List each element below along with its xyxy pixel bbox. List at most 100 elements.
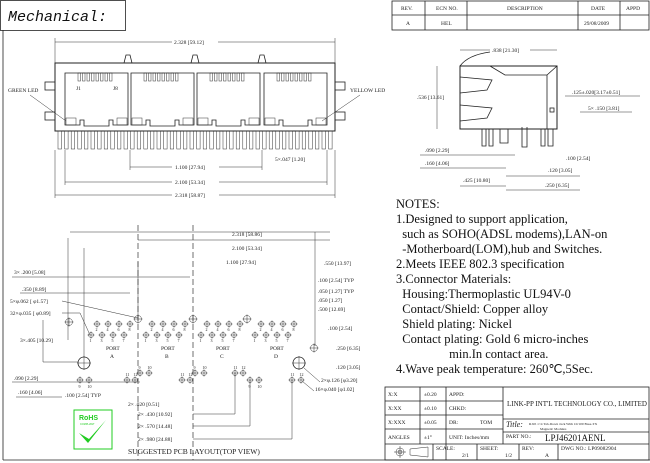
front-pin — [301, 130, 306, 150]
pin-number: 6 — [173, 327, 175, 332]
pcb-dim-100typ-left: .100 [2.54] TYP — [65, 393, 101, 399]
pin-number: 9 — [249, 384, 251, 389]
signal-hole-cross — [251, 331, 259, 339]
pin-number: 5 — [276, 338, 278, 343]
pin-number: 1 — [145, 338, 147, 343]
port-letter: D — [274, 354, 278, 360]
pcb-dim-250: .250 [6.35] — [336, 346, 360, 352]
contact — [294, 72, 298, 82]
revision-table: REV. ECN NO. DESCRIPTION DATE APPD A HEL… — [391, 0, 650, 31]
pin-number: 10 — [88, 384, 92, 389]
projection-symbol-icon — [394, 446, 429, 458]
scale-label: SCALE: — [436, 446, 455, 452]
pin-number: 5 — [112, 338, 114, 343]
led-hole-cross — [123, 376, 131, 384]
signal-hole-cross — [279, 320, 287, 328]
front-pin — [143, 130, 148, 150]
pin-number: 1 — [254, 338, 256, 343]
pin-number: 4 — [217, 327, 219, 332]
contact — [276, 72, 280, 82]
contact — [241, 72, 245, 82]
rj45-port — [130, 72, 195, 127]
tol-angles-value: ±1° — [424, 434, 432, 441]
dim-2100: 2.100 [53.34] — [175, 180, 205, 186]
contact — [290, 72, 294, 82]
tol-x-label: X:X — [388, 392, 398, 398]
pcb-dim-050: .050 [1.27] — [318, 298, 342, 304]
note-line: Shield plating: Nickel — [396, 317, 512, 331]
led-hole-cross — [136, 369, 144, 377]
rj45-port — [263, 72, 328, 127]
front-pin — [268, 130, 273, 150]
contact — [223, 72, 227, 82]
signal-hole-cross — [159, 320, 167, 328]
front-pin — [90, 130, 95, 150]
contact — [175, 72, 179, 82]
description-header: DESCRIPTION — [507, 6, 543, 12]
pin-number: 9 — [139, 365, 141, 370]
pcb-dim-405: 3×.405 [10.29] — [20, 338, 53, 344]
side-ear — [44, 81, 56, 91]
front-pin — [57, 130, 62, 150]
led — [264, 117, 276, 126]
signal-hole-cross — [98, 331, 106, 339]
header-box — [0, 0, 126, 31]
dim-425: .425 [10.80] — [463, 178, 490, 184]
part-no: LPJ46201AENL — [545, 433, 606, 443]
ecn-value: HEL — [441, 21, 452, 27]
rev-value-block: A — [545, 453, 549, 459]
front-pin — [321, 130, 326, 150]
front-pin — [130, 130, 135, 150]
rohs-sub: COMPLIANT — [80, 423, 95, 426]
signal-hole-cross — [236, 320, 244, 328]
front-pin — [262, 130, 267, 150]
pin-number: 8 — [239, 327, 241, 332]
front-pin — [103, 130, 108, 150]
pcb-dim-500: .500 [12.69] — [318, 307, 345, 313]
led-hole-cross — [85, 376, 93, 384]
front-view: 2.328 [59.12] GREEN LED YELLOW LED J1 J8… — [8, 37, 385, 199]
pin-number: 10 — [258, 384, 262, 389]
front-pin — [209, 130, 214, 150]
led — [116, 117, 128, 126]
front-pin — [84, 130, 89, 150]
contact — [152, 72, 156, 82]
pin-number: 7 — [178, 338, 180, 343]
tol-x-value: ±0.20 — [424, 392, 437, 398]
pin-number: 11 — [291, 372, 295, 377]
pin-number: 7 — [123, 338, 125, 343]
contact — [100, 72, 104, 82]
front-pin — [97, 130, 102, 150]
pin-number: 6 — [282, 327, 284, 332]
led-hole-cross — [239, 369, 247, 377]
dwg-no: LP09082904 — [588, 446, 617, 452]
note-line: Contact/Shield: Copper alloy — [396, 302, 549, 316]
dim-100-side: .100 [2.54] — [566, 156, 590, 162]
pcb-dim-2318: 2.318 [58.86] — [232, 232, 262, 238]
scale-value: 2/1 — [462, 453, 469, 459]
rev-header: REV. — [401, 6, 413, 12]
led — [248, 117, 260, 126]
pin-number: 3 — [101, 338, 103, 343]
contact — [82, 72, 86, 82]
title-block: X:X ±0.20 X:XX ±0.10 X:XXX ±0.05 ANGLES … — [384, 386, 650, 461]
dim-125: .125±.020[3.17±0.51] — [572, 90, 620, 96]
front-pin — [189, 130, 194, 150]
led-hole-cross — [131, 376, 139, 384]
unit-label: UNIT: Inches/mm — [449, 435, 490, 441]
signal-hole-cross — [230, 331, 238, 339]
contact — [91, 72, 95, 82]
notes-heading: NOTES: — [396, 197, 440, 211]
dim-090: .090 [2.29] — [425, 148, 449, 154]
side-ear — [334, 81, 346, 91]
led — [315, 117, 327, 126]
signal-hole-cross — [115, 320, 123, 328]
pcb-dim-350: .350 [8.89] — [22, 287, 46, 293]
front-pin — [235, 130, 240, 150]
pcb-dim-550: .550 [13.97] — [324, 261, 351, 267]
front-pin — [77, 130, 82, 150]
contact — [86, 72, 90, 82]
rev-value: A — [406, 21, 410, 27]
signal-hole-cross — [164, 331, 172, 339]
